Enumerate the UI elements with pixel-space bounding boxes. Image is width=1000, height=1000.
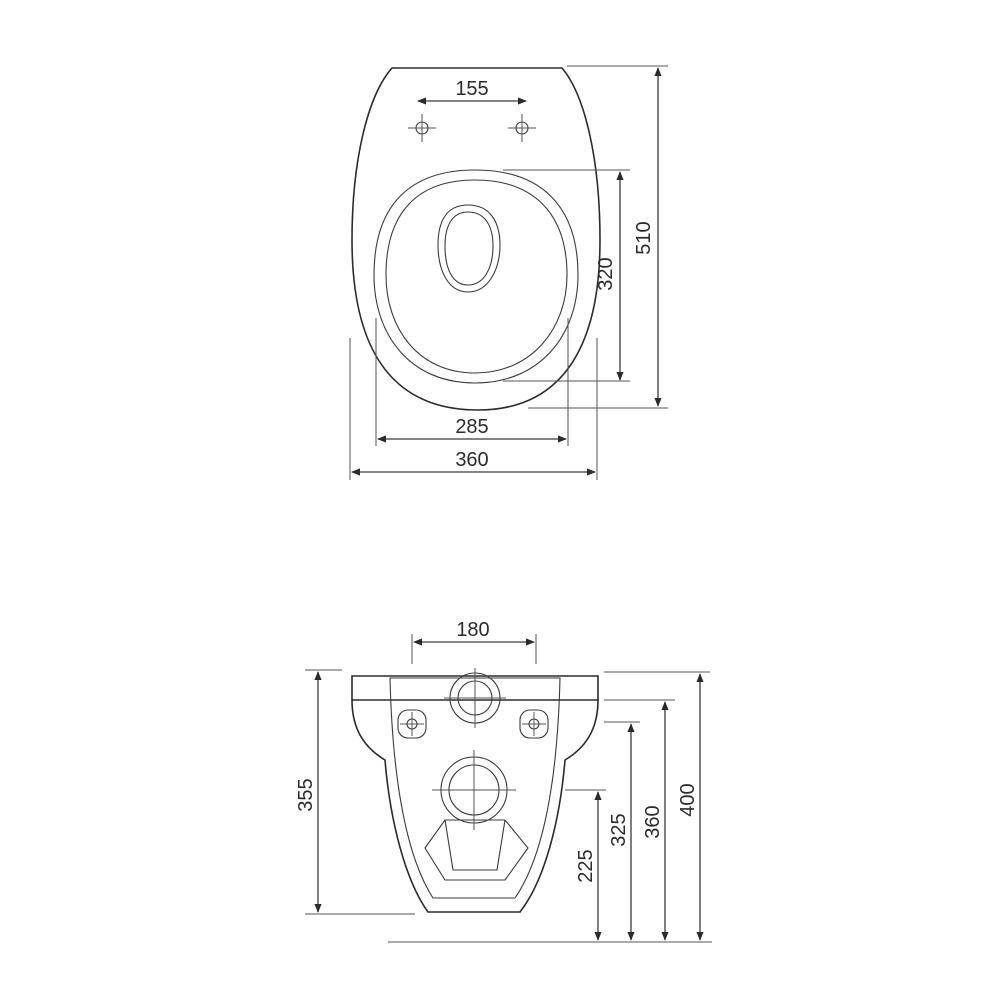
dim-label-inner-depth: 320 (595, 257, 617, 290)
rim-inner-outline (385, 179, 568, 374)
dim-label-inlet-height: 325 (608, 813, 630, 846)
dim-label-inner-width: 285 (455, 416, 488, 438)
dim-label-total-height: 400 (677, 783, 699, 816)
top-view: 155 320 510 285 360 (349, 65, 668, 480)
dim-label-fixing-distance: 155 (455, 78, 488, 100)
dim-label-fixing-height: 360 (642, 805, 664, 838)
drain-opening (437, 204, 501, 293)
inlet-opening-icon (444, 668, 506, 728)
dim-label-outlet-height: 225 (575, 849, 597, 882)
trapway (424, 819, 529, 881)
drain-opening-inner (444, 211, 494, 286)
fixing-hole-left-icon (408, 114, 436, 142)
dim-label-bowl-height: 355 (295, 778, 317, 811)
dim-label-total-length: 510 (633, 221, 655, 254)
fixing-lug-left-icon (397, 709, 427, 739)
dim-label-fixing-width: 180 (456, 619, 489, 641)
fixing-lug-right-icon (519, 709, 549, 739)
bowl-outline-top (351, 67, 601, 411)
fixing-hole-right-icon (508, 114, 536, 142)
outlet-opening-icon (432, 750, 516, 830)
bowl-body-front (351, 699, 599, 913)
front-view: 180 355 225 325 360 400 (295, 619, 712, 943)
rim-outline (373, 169, 579, 384)
dim-label-total-width: 360 (455, 449, 488, 471)
bowl-inner-front (389, 677, 561, 899)
